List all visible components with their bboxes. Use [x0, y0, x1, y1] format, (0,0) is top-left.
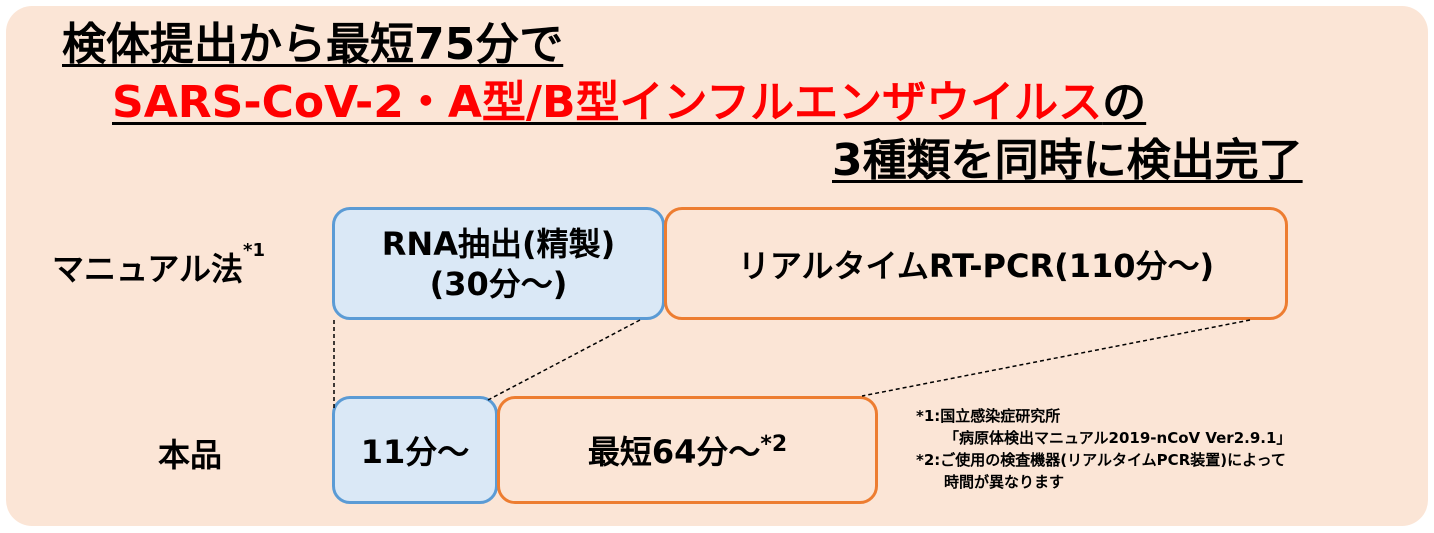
title-line-3: 3種類を同時に検出完了: [832, 135, 1303, 186]
title-line-2-tail: の: [1102, 77, 1147, 128]
manual-pcr-step: リアルタイムRT-PCR(110分～): [664, 207, 1288, 320]
product-pcr-text: 最短64分～: [587, 433, 761, 471]
footnote-2: *2:ご使用の検査機器(リアルタイムPCR装置)によって: [916, 451, 1286, 469]
footnote-1-source: 「病原体検出マニュアル2019-nCoV Ver2.9.1」: [944, 429, 1292, 447]
footnote-2-cont: 時間が異なります: [944, 473, 1065, 491]
title-line-2: SARS-CoV-2・A型/B型インフルエンザウイルスの: [112, 78, 1146, 128]
product-pcr-note-marker: *2: [760, 431, 788, 457]
product-label: 本品: [158, 436, 223, 474]
manual-extraction-step: RNA抽出(精製) (30分～): [332, 207, 665, 320]
title-virus-names: SARS-CoV-2・A型/B型インフルエンザウイルス: [112, 77, 1103, 128]
footnote-1: *1:国立感染症研究所: [916, 407, 1061, 425]
product-pcr-step: 最短64分～*2: [497, 396, 878, 504]
manual-extraction-time: (30分～): [429, 264, 568, 303]
manual-method-note-marker: *1: [243, 240, 265, 261]
manual-method-text: マニュアル法: [52, 250, 244, 288]
product-extraction-step: 11分～: [332, 396, 498, 504]
title-line-1: 検体提出から最短75分で: [62, 19, 564, 70]
footnotes: *1:国立感染症研究所 「病原体検出マニュアル2019-nCoV Ver2.9.…: [916, 405, 1291, 493]
connector-pcr-end: [861, 319, 1251, 397]
product-extraction-text: 11分～: [360, 433, 470, 471]
manual-pcr-text: リアルタイムRT-PCR(110分～): [737, 246, 1215, 285]
connector-extraction-end: [487, 319, 641, 401]
manual-extraction-title: RNA抽出(精製): [381, 224, 616, 263]
manual-method-label: マニュアル法*1: [52, 240, 265, 290]
